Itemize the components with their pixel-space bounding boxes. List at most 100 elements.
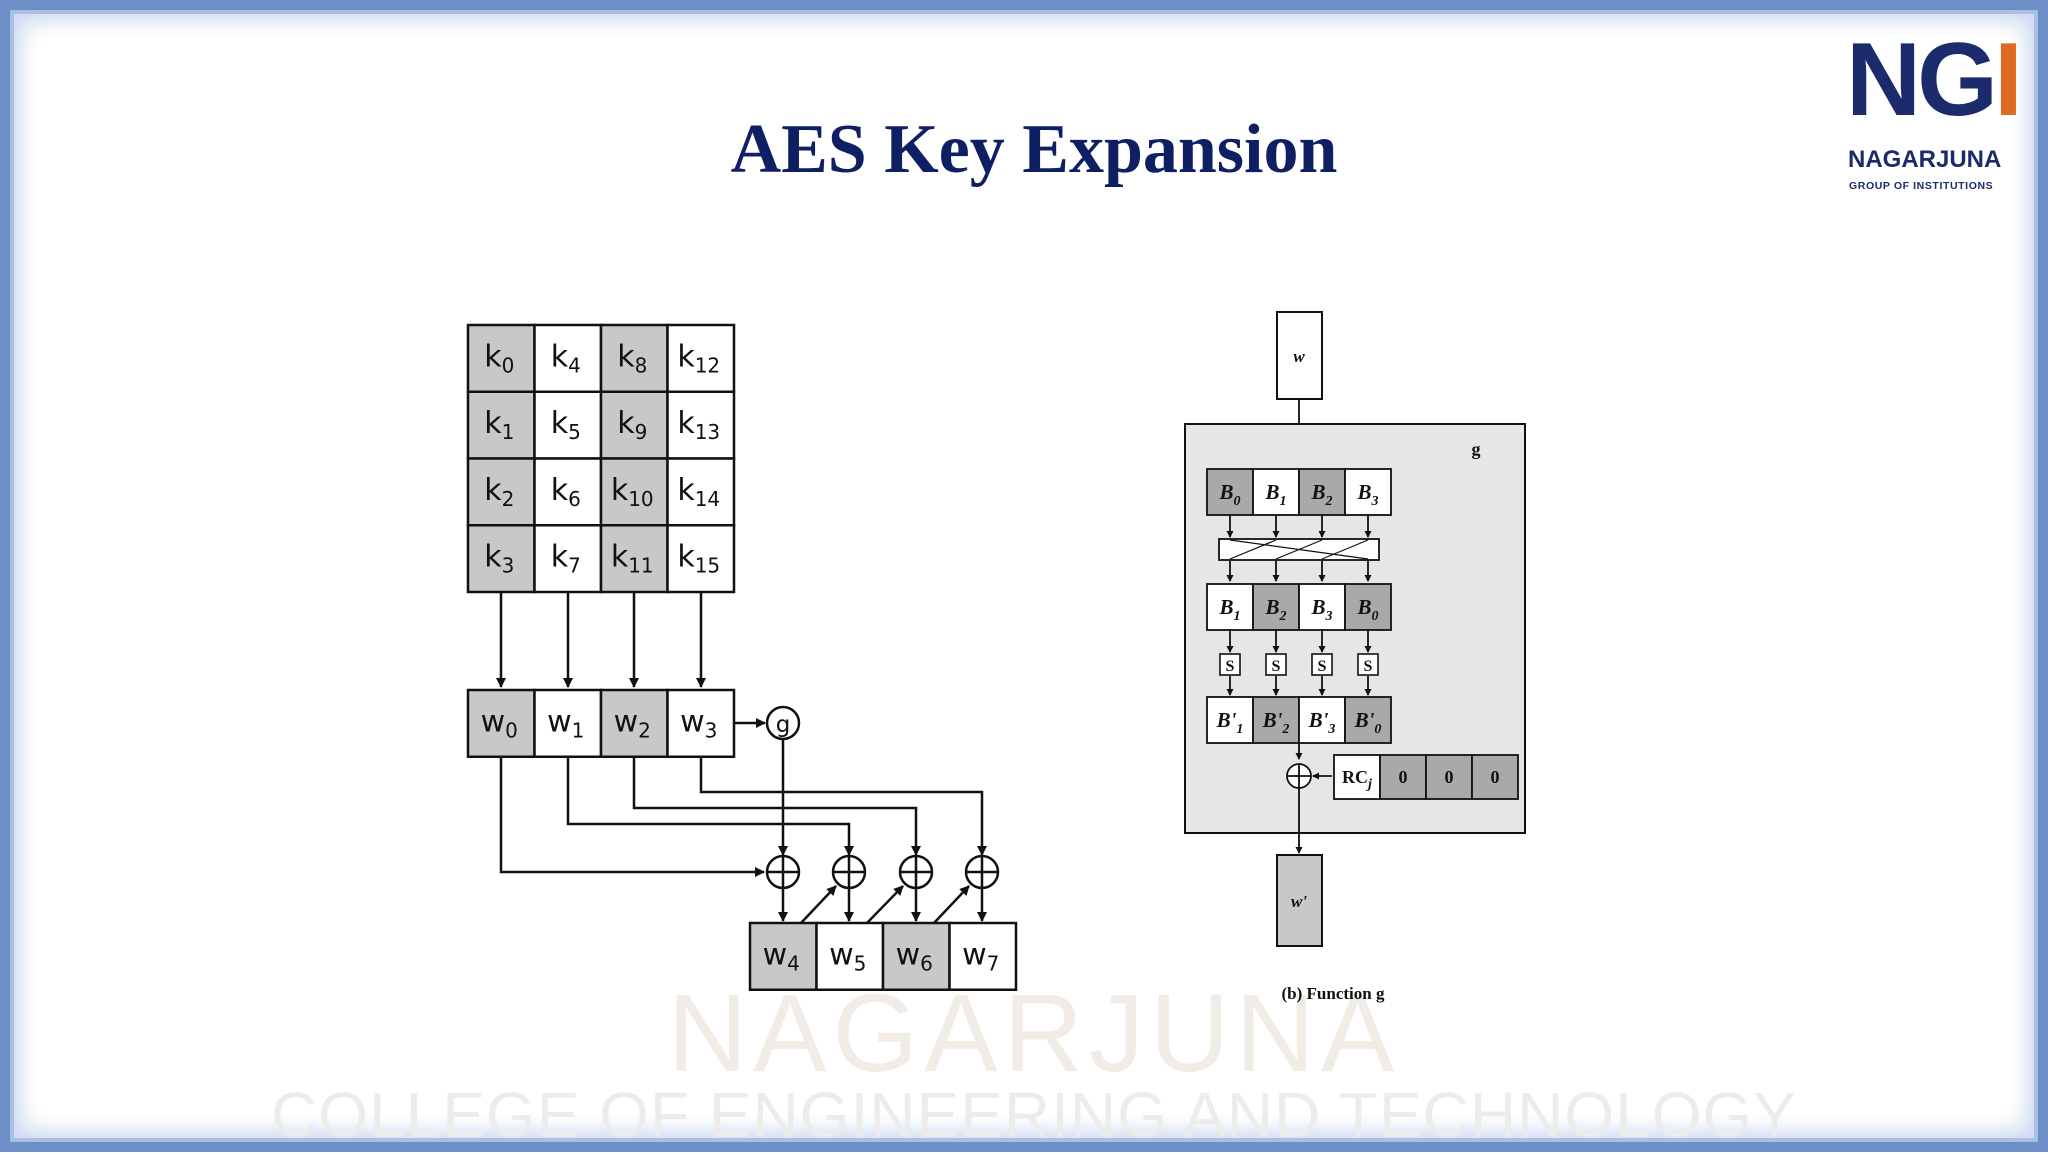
- word-cell-label: w7: [962, 937, 999, 975]
- word-cell: [666, 688, 736, 758]
- word-cell-label: w5: [829, 937, 866, 975]
- key-cell-label: k1: [484, 406, 514, 444]
- word-cell-label: w0: [481, 704, 518, 742]
- g-output-label: w': [1291, 892, 1307, 911]
- sbox: [1265, 653, 1287, 676]
- key-cell: [599, 457, 669, 527]
- xor-icon: [831, 854, 867, 890]
- word-cell: [815, 921, 885, 991]
- g-byte-label: B'3: [1308, 708, 1336, 737]
- g-box-label: g: [1472, 439, 1481, 459]
- g-byte-label: B1: [1218, 595, 1240, 624]
- key-cell: [533, 457, 603, 527]
- key-cell: [599, 323, 669, 393]
- xor-routing-lines: [499, 739, 987, 924]
- word-cell: [881, 921, 951, 991]
- g-byte-label: B'0: [1354, 708, 1382, 737]
- word-cell: [948, 921, 1018, 991]
- logo-letter-n: N: [1846, 22, 1921, 138]
- word-cell-label: w1: [547, 704, 584, 742]
- rcon-zero-label: 0: [1491, 767, 1500, 787]
- g-node-label: g: [776, 712, 791, 738]
- g-xor-icon: [1286, 763, 1312, 789]
- xor-icon: [964, 854, 1000, 890]
- slide-title: AES Key Expansion: [730, 111, 1338, 188]
- key-cell: [666, 390, 736, 460]
- key-cell-label: k14: [677, 473, 720, 511]
- g-byte-label: B'2: [1262, 708, 1290, 737]
- key-cell: [666, 323, 736, 393]
- logo-subtitle: GROUP OF INSTITUTIONS: [1849, 180, 1994, 192]
- rcon-zero-label: 0: [1399, 767, 1408, 787]
- key-cell-label: k6: [551, 473, 581, 511]
- logo-letter-g: G: [1917, 22, 1998, 138]
- g-byte-label: B3: [1310, 595, 1332, 624]
- watermark-college: COLLEGE OF ENGINEERING AND TECHNOLOGY: [271, 1079, 1797, 1151]
- g-byte-label: B0: [1218, 480, 1240, 509]
- sbox-label: S: [1364, 658, 1373, 675]
- word-cell: [599, 688, 669, 758]
- rcon-zero-cell: [1379, 754, 1427, 800]
- word-cell-label: w3: [680, 704, 717, 742]
- key-cell-label: k8: [617, 339, 647, 377]
- key-cell-label: k10: [611, 473, 654, 511]
- input-words-row: w0 w1 w2 w3: [466, 688, 736, 758]
- word-cell-label: w6: [896, 937, 933, 975]
- rcon-zero-label: 0: [1445, 767, 1454, 787]
- sbox-label: S: [1318, 658, 1327, 675]
- key-cell-label: k7: [551, 540, 581, 578]
- sbox: [1219, 653, 1241, 676]
- key-cell: [599, 524, 669, 594]
- g-output-box: [1276, 854, 1323, 947]
- sbox: [1357, 653, 1379, 676]
- key-cell-label: k12: [677, 339, 720, 377]
- g-substituted-row: B'1 B'2 B'3 B'0: [1206, 696, 1392, 744]
- key-cell-label: k5: [551, 406, 581, 444]
- g-byte-cell: [1298, 696, 1346, 744]
- rcon-row: RCj 0 0 0: [1333, 754, 1519, 800]
- key-cell-label: k2: [484, 473, 514, 511]
- key-cell: [533, 323, 603, 393]
- word-cell-label: w2: [614, 704, 651, 742]
- key-cell-label: k0: [484, 339, 514, 377]
- g-byte-cell: [1298, 583, 1346, 631]
- rcon-label: RCj: [1342, 767, 1372, 792]
- key-cell-label: k3: [484, 540, 514, 578]
- g-byte-label: B2: [1264, 595, 1286, 624]
- xor-symbols: [765, 854, 1000, 890]
- matrix-to-words-arrows: [496, 592, 706, 688]
- key-cell-label: k9: [617, 406, 647, 444]
- key-cell: [466, 457, 536, 527]
- g-caption: (b) Function g: [1282, 984, 1385, 1003]
- key-cell: [599, 390, 669, 460]
- word-cell: [533, 688, 603, 758]
- key-cell-label: k13: [677, 406, 720, 444]
- logo-letters: NGI: [1846, 28, 2023, 132]
- g-rotated-row: B1 B2 B3 B0: [1206, 583, 1392, 631]
- g-byte-label: B0: [1356, 595, 1378, 624]
- watermark-name: NAGARJUNA: [667, 972, 1401, 1095]
- g-byte-label: B2: [1310, 480, 1332, 509]
- key-cell-label: k11: [611, 540, 654, 578]
- logo-name: NAGARJUNA: [1848, 146, 2002, 173]
- g-byte-label: B'1: [1216, 708, 1244, 737]
- key-cell: [533, 390, 603, 460]
- g-byte-label: B3: [1356, 480, 1378, 509]
- rcon-zero-cell: [1425, 754, 1473, 800]
- sbox-label: S: [1272, 658, 1281, 675]
- g-byte-cell: [1344, 696, 1392, 744]
- ngi-logo: NGI NAGARJUNA GROUP OF INSTITUTIONS: [1846, 28, 2032, 192]
- xor-icon: [898, 854, 934, 890]
- xor-icon: [765, 854, 801, 890]
- g-input-label: w: [1293, 347, 1305, 366]
- key-cell: [533, 524, 603, 594]
- key-cell-label: k4: [551, 339, 581, 377]
- g-byte-cell: [1252, 468, 1300, 516]
